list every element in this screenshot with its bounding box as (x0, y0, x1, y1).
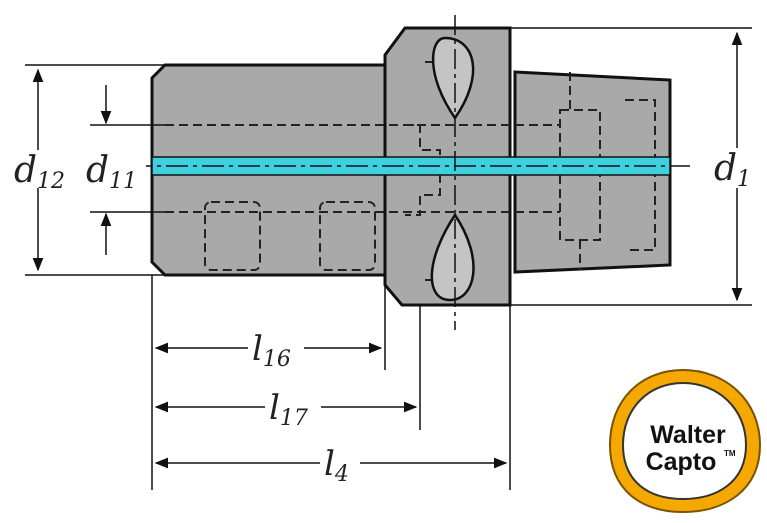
logo-line1: Walter (650, 421, 726, 449)
svg-text:d12: d12 (14, 150, 65, 194)
svg-text:l16: l16 (252, 329, 291, 372)
logo-line2: Capto (646, 448, 717, 476)
flange-slots (430, 36, 475, 302)
svg-text:d1: d1 (714, 148, 751, 192)
label-d1: d1 (712, 148, 760, 192)
svg-text:d11: d11 (86, 150, 137, 194)
label-l4: l4 (320, 444, 360, 487)
walter-capto-logo: Walter Capto TM (608, 368, 762, 514)
label-l16: l16 (248, 329, 304, 372)
label-d12: d12 (12, 150, 82, 194)
label-d11: d11 (84, 150, 146, 194)
svg-text:l4: l4 (324, 444, 349, 487)
logo-trademark: TM (724, 449, 736, 458)
svg-text:l17: l17 (269, 388, 308, 431)
label-l17: l17 (265, 388, 321, 431)
